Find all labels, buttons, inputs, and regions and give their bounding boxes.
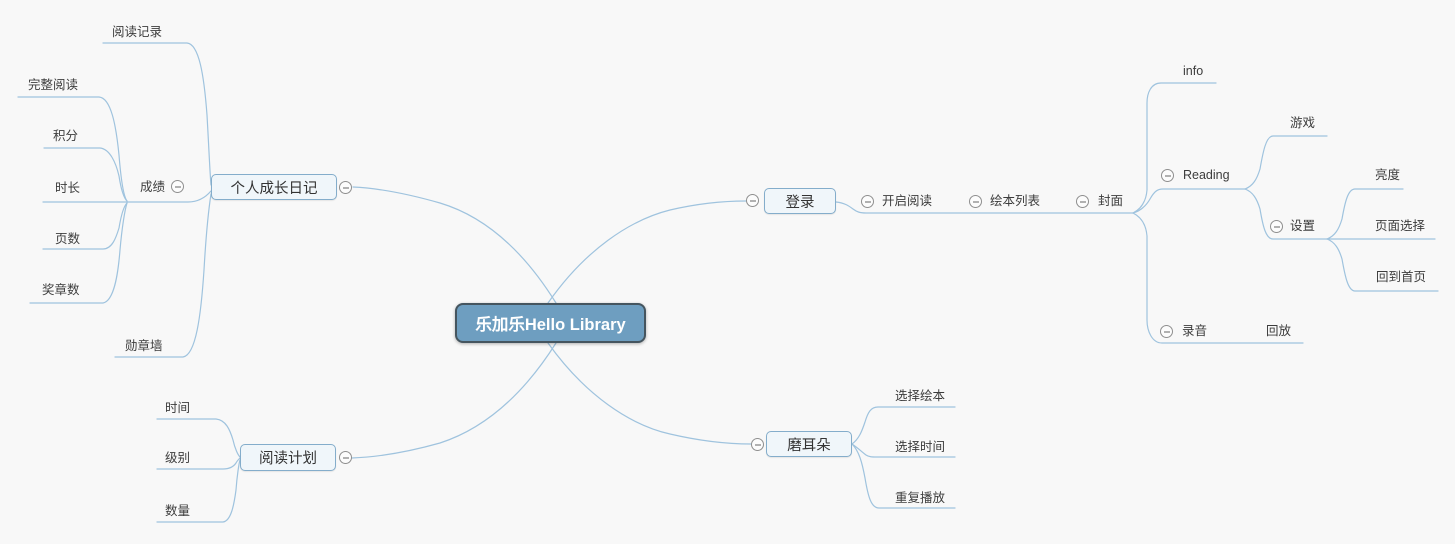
node-medal-wall[interactable]: 勋章墙 (125, 339, 163, 353)
node-playback[interactable]: 回放 (1266, 324, 1292, 338)
edge-growth-score (126, 190, 212, 203)
node-page-select[interactable]: 页面选择 (1375, 219, 1426, 233)
node-info[interactable]: info (1183, 64, 1204, 78)
collapse-minus-icon-start-reading[interactable] (861, 195, 874, 208)
collapse-minus-icon-settings[interactable] (1270, 220, 1283, 233)
edge-settings-back-home (1326, 238, 1439, 292)
node-repeat-play[interactable]: 重复播放 (895, 491, 946, 505)
edge-reading-settings (1244, 188, 1328, 240)
collapse-minus-icon-login[interactable] (746, 194, 759, 207)
node-game[interactable]: 游戏 (1290, 116, 1316, 130)
edge-reading-game (1244, 135, 1328, 190)
node-score[interactable]: 成绩 (140, 180, 166, 194)
collapse-minus-icon-cover[interactable] (1076, 195, 1089, 208)
edge-settings-brightness (1326, 188, 1404, 240)
node-recording[interactable]: 录音 (1182, 324, 1208, 338)
edge-cover-recording-playback (1132, 212, 1304, 344)
edge-root-login (547, 200, 747, 304)
node-start-reading[interactable]: 开启阅读 (882, 194, 933, 208)
node-book-list[interactable]: 绘本列表 (990, 194, 1041, 208)
collapse-minus-icon-reading[interactable] (1161, 169, 1174, 182)
edge-plan-level (156, 457, 241, 470)
collapse-minus-icon-recording[interactable] (1160, 325, 1173, 338)
edge-root-growth (352, 186, 557, 304)
node-reading[interactable]: Reading (1183, 168, 1230, 182)
edge-score-full-reading (17, 96, 128, 202)
node-level[interactable]: 级别 (165, 451, 191, 465)
collapse-minus-icon-score[interactable] (171, 180, 184, 193)
edge-listen-repeat-play (851, 443, 956, 509)
collapse-minus-icon-listen[interactable] (751, 438, 764, 451)
edge-listen-select-book (851, 406, 956, 445)
node-reading-record[interactable]: 阅读记录 (112, 25, 163, 39)
edge-listen-select-time (851, 443, 956, 458)
node-time[interactable]: 时间 (165, 401, 191, 415)
edge-plan-time (156, 418, 241, 458)
node-points[interactable]: 积分 (53, 129, 79, 143)
node-reading-plan[interactable]: 阅读计划 (240, 444, 336, 471)
node-pages[interactable]: 页数 (55, 232, 81, 246)
collapse-minus-icon-growth[interactable] (339, 181, 352, 194)
node-ear-training[interactable]: 磨耳朵 (766, 431, 852, 457)
node-quantity[interactable]: 数量 (165, 504, 191, 518)
edge-score-medal-count (29, 202, 128, 304)
node-growth-diary[interactable]: 个人成长日记 (211, 174, 337, 200)
node-brightness[interactable]: 亮度 (1375, 168, 1401, 182)
edge-growth-medal-wall (114, 193, 212, 358)
node-select-time[interactable]: 选择时间 (895, 440, 946, 454)
edge-root-listen (547, 342, 752, 445)
node-cover[interactable]: 封面 (1098, 194, 1124, 208)
node-select-book[interactable]: 选择绘本 (895, 389, 946, 403)
edge-plan-quantity (156, 459, 241, 523)
edge-login-chain (835, 201, 1134, 214)
node-login[interactable]: 登录 (764, 188, 836, 214)
edge-score-pages (42, 202, 128, 250)
node-root[interactable]: 乐加乐Hello Library (455, 303, 646, 343)
node-full-reading[interactable]: 完整阅读 (28, 78, 79, 92)
node-back-home[interactable]: 回到首页 (1376, 270, 1427, 284)
collapse-minus-icon-book-list[interactable] (969, 195, 982, 208)
edge-growth-reading-record (102, 42, 212, 186)
edge-cover-info (1132, 82, 1217, 214)
node-settings[interactable]: 设置 (1290, 219, 1316, 233)
edge-score-points (43, 147, 128, 202)
edge-root-plan (351, 342, 557, 459)
collapse-minus-icon-plan[interactable] (339, 451, 352, 464)
node-medal-count[interactable]: 奖章数 (42, 283, 80, 297)
node-duration[interactable]: 时长 (55, 181, 81, 195)
edge-cover-reading (1132, 188, 1246, 214)
